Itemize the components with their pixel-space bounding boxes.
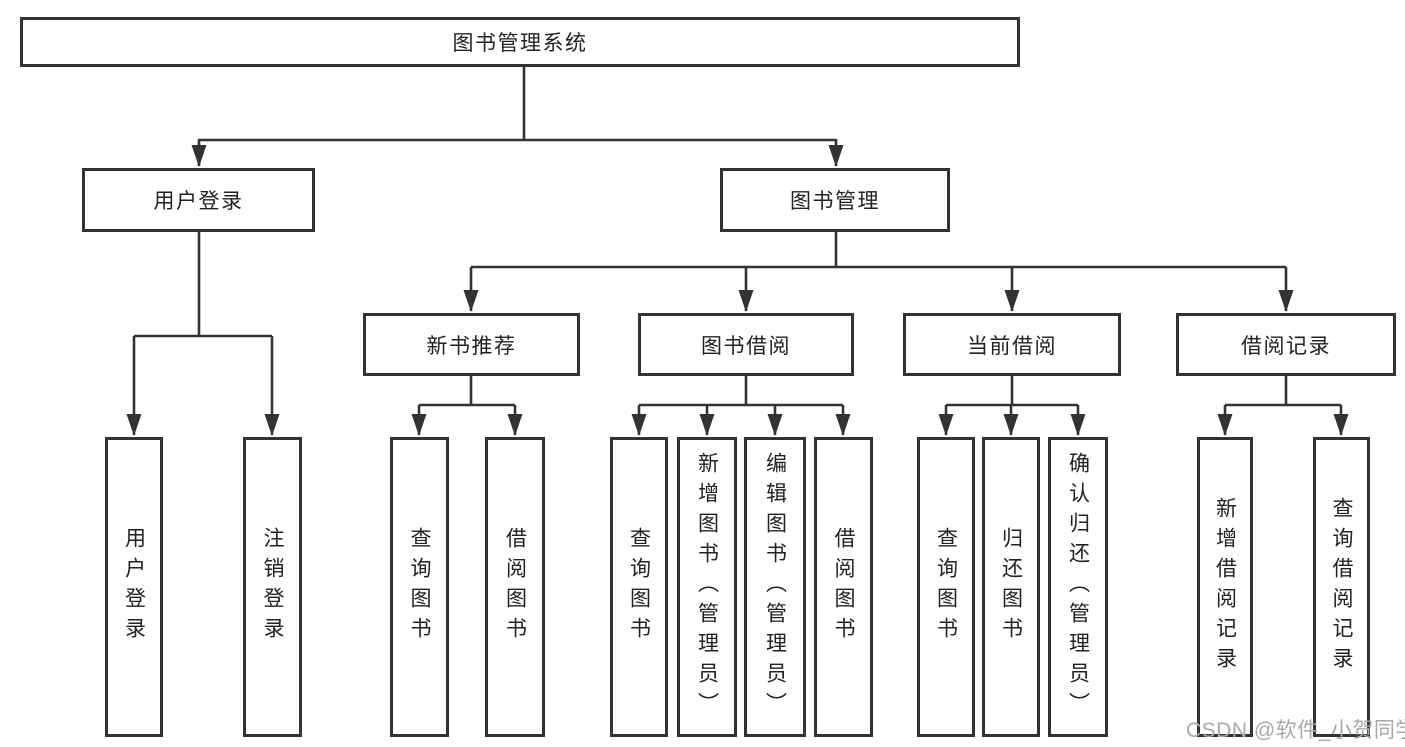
node-user-login-leaf: 用户登录 bbox=[105, 437, 163, 737]
leaf-label: 查询借阅记录 bbox=[1330, 497, 1353, 677]
node-logout: 注销登录 bbox=[243, 437, 302, 737]
node-new-book-recommendation: 新书推荐 bbox=[363, 313, 580, 376]
leaf-label: 注销登录 bbox=[261, 527, 284, 647]
leaf-label: 新增图书（管理员） bbox=[695, 452, 719, 722]
node-confirm-return-admin: 确认归还（管理员） bbox=[1048, 437, 1108, 737]
node-query-books-recommendation: 查询图书 bbox=[390, 437, 449, 737]
node-borrow-books-recommendation: 借阅图书 bbox=[485, 437, 545, 737]
csdn-watermark: CSDN @软件_小贺同学 bbox=[1186, 719, 1405, 742]
leaf-label: 归还图书 bbox=[999, 527, 1023, 647]
leaf-label: 编辑图书（管理员） bbox=[763, 452, 787, 722]
node-add-book-admin: 新增图书（管理员） bbox=[677, 437, 737, 737]
leaf-label: 查询图书 bbox=[627, 527, 651, 647]
leaf-label: 查询图书 bbox=[934, 527, 958, 647]
leaf-label: 新增借阅记录 bbox=[1213, 497, 1237, 677]
node-user-login: 用户登录 bbox=[82, 168, 315, 232]
node-borrowing-records: 借阅记录 bbox=[1176, 313, 1396, 376]
leaf-label: 借阅图书 bbox=[832, 527, 855, 647]
connector-paths bbox=[126, 66, 1349, 436]
leaf-label: 查询图书 bbox=[408, 527, 431, 647]
leaf-label: 借阅图书 bbox=[503, 527, 527, 647]
node-query-books-borrowing: 查询图书 bbox=[610, 437, 668, 737]
node-borrow-books-borrowing: 借阅图书 bbox=[814, 437, 873, 737]
node-library-management-system: 图书管理系统 bbox=[20, 17, 1020, 67]
node-query-borrow-record: 查询借阅记录 bbox=[1313, 437, 1370, 737]
node-book-borrowing: 图书借阅 bbox=[638, 313, 854, 376]
leaf-label: 确认归还（管理员） bbox=[1066, 452, 1090, 722]
node-book-management: 图书管理 bbox=[720, 168, 950, 232]
node-add-borrow-record: 新增借阅记录 bbox=[1197, 437, 1253, 737]
leaf-label: 用户登录 bbox=[122, 527, 146, 647]
node-current-borrowing: 当前借阅 bbox=[903, 313, 1121, 376]
node-edit-book-admin: 编辑图书（管理员） bbox=[744, 437, 806, 737]
node-return-books: 归还图书 bbox=[982, 437, 1040, 737]
node-query-books-current: 查询图书 bbox=[917, 437, 975, 737]
